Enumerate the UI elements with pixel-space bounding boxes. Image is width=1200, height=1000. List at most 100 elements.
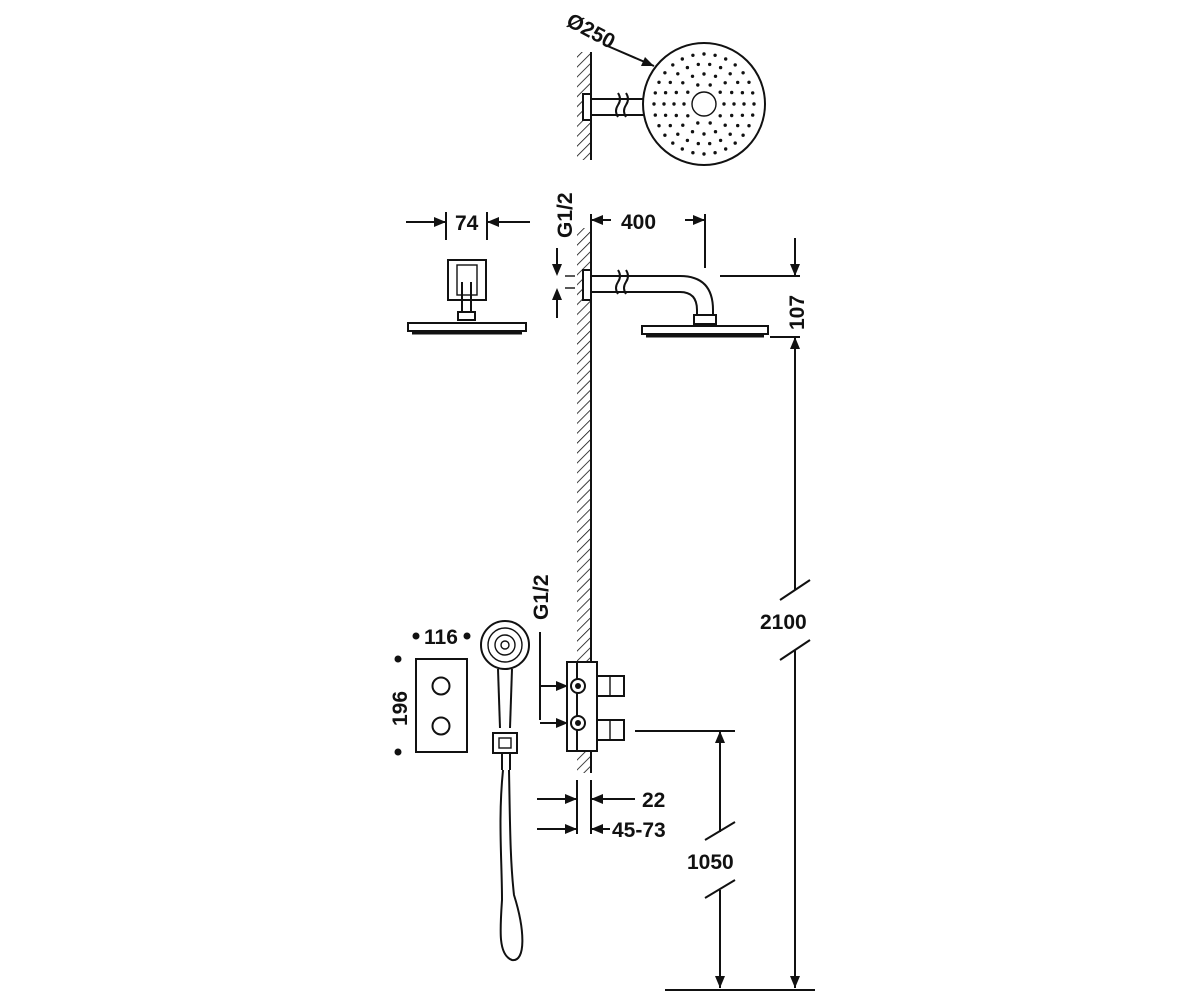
temperature-knob <box>431 676 451 696</box>
shower-head-front-view: Ø250 <box>563 9 766 166</box>
nozzle-dot <box>691 151 695 155</box>
nozzle-dot <box>696 83 700 87</box>
nozzle-dot <box>674 90 678 95</box>
nozzle-dot <box>732 102 736 106</box>
nozzle-dot <box>713 74 718 79</box>
hose <box>499 769 524 962</box>
nozzle-dot <box>702 52 706 56</box>
nozzle-dot <box>690 74 695 79</box>
nozzle-dot <box>713 130 718 134</box>
shower-head-face <box>642 42 766 166</box>
nozzle-dot <box>653 91 657 95</box>
nozzle-dot <box>663 113 668 118</box>
nozzle-dot <box>713 53 717 57</box>
nozzle-dot <box>657 124 661 128</box>
nozzle-dot <box>751 91 755 95</box>
nozzle-dot <box>663 133 667 137</box>
connection-bottom-label: G1/2 <box>530 574 553 620</box>
nozzle-dot <box>733 141 737 145</box>
nozzle-dot <box>663 71 667 75</box>
nozzle-dot <box>740 113 745 118</box>
nozzle-dot <box>730 113 734 118</box>
nozzle-dot <box>747 124 751 128</box>
nozzle-dot <box>685 138 690 143</box>
recess-range-label: 45-73 <box>612 819 666 842</box>
flange-side-view: 74 <box>406 212 530 335</box>
arm-length-label: 400 <box>621 211 656 234</box>
nozzle-dot <box>681 123 685 127</box>
nozzle-dot <box>718 65 723 70</box>
nozzle-dot <box>708 141 712 146</box>
connection-bottom-dimension: G1/2 <box>530 574 568 728</box>
nozzle-dot <box>736 123 740 128</box>
nozzle-dot <box>740 91 745 95</box>
nozzle-dot <box>691 53 695 57</box>
nozzle-dot <box>652 102 656 106</box>
head-drop-label: 107 <box>786 295 809 330</box>
nozzle-dot <box>718 138 723 143</box>
nozzle-dot <box>752 102 756 106</box>
nozzle-dot <box>723 123 727 127</box>
nozzle-dot <box>672 102 676 106</box>
nozzle-dot <box>702 72 706 76</box>
nozzle-dot <box>728 132 732 136</box>
nozzle-dot <box>702 152 706 156</box>
shower-arm-side-view <box>582 269 769 338</box>
nozzle-dot <box>663 91 668 95</box>
nozzle-dot <box>662 102 666 106</box>
head-height-dimension: 2100 <box>760 337 811 988</box>
body-depth-label: 22 <box>642 789 665 812</box>
nozzle-dot <box>680 147 684 151</box>
plate-width-label: 116 <box>424 626 458 649</box>
nozzle-dot <box>741 71 745 75</box>
flange-width-label: 74 <box>455 212 479 235</box>
nozzle-dot <box>708 121 712 125</box>
nozzle-dot <box>674 113 678 118</box>
nozzle-dot <box>751 113 755 117</box>
nozzle-dot <box>747 80 751 85</box>
nozzle-dot <box>722 102 726 106</box>
nozzle-dot <box>728 72 732 76</box>
nozzle-dot <box>671 141 675 145</box>
nozzle-dot <box>724 57 728 61</box>
nozzle-dot <box>668 80 672 85</box>
nozzle-dot <box>681 81 685 85</box>
nozzle-dot <box>696 141 700 146</box>
nozzle-dot <box>657 80 661 85</box>
valve-height-dimension: 1050 <box>635 730 736 988</box>
head-height-label: 2100 <box>760 611 807 634</box>
nozzle-dot <box>708 83 712 87</box>
nozzle-dot <box>696 62 700 67</box>
nozzle-dot <box>723 81 727 85</box>
nozzle-dot <box>686 90 690 94</box>
depth-dimensions: 22 45-73 <box>537 780 666 842</box>
nozzle-dot <box>685 65 690 70</box>
nozzle-dot <box>696 121 700 125</box>
head-diameter-label: Ø250 <box>563 9 619 53</box>
nozzle-dot <box>736 80 740 85</box>
connection-top-label: G1/2 <box>554 192 577 238</box>
nozzle-dot <box>708 62 712 67</box>
nozzle-dot <box>733 63 737 67</box>
shower-head-center <box>691 91 717 117</box>
nozzle-dot <box>702 132 706 136</box>
plate-height-label: 196 <box>389 691 412 726</box>
nozzle-dot <box>682 102 686 106</box>
connection-top-dimension: G1/2 <box>552 192 577 318</box>
arm-length-dimension: 400 <box>590 211 706 268</box>
nozzle-dot <box>653 113 657 117</box>
nozzle-dot <box>676 72 680 76</box>
nozzle-dot <box>680 57 684 61</box>
nozzle-dot <box>724 147 728 151</box>
nozzle-dot <box>690 130 695 134</box>
valve-body-side-view <box>566 661 625 752</box>
nozzle-dot <box>742 102 746 106</box>
nozzle-dot <box>718 90 722 94</box>
nozzle-dot <box>730 90 734 95</box>
nozzle-dot <box>718 114 722 118</box>
nozzle-dot <box>676 132 680 136</box>
nozzle-dot <box>713 151 717 155</box>
flow-knob <box>431 716 451 736</box>
hand-shower-holder <box>492 732 518 754</box>
